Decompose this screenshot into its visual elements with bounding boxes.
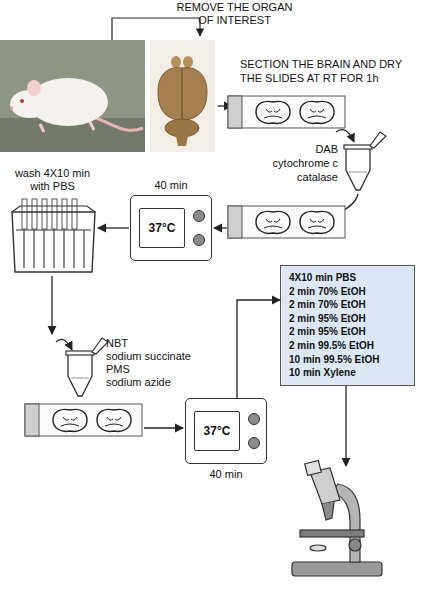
mouse-photo: [0, 40, 145, 152]
step-instruction: wash 4X10 min with PBS: [10, 167, 95, 193]
microscope: [292, 460, 382, 576]
incubator-box: 40 min37°C: [130, 195, 212, 261]
control-button: [249, 438, 260, 449]
reagent-name: sodium azide: [106, 376, 196, 389]
protocol-step: 2 min 95% EtOH: [289, 312, 406, 326]
protocol-box: 4X10 min PBS2 min 70% EtOH2 min 70% EtOH…: [280, 265, 415, 386]
protocol-step: 10 min 99.5% EtOH: [289, 353, 406, 367]
incubation-time: 40 min: [131, 179, 211, 191]
slide-sections: [228, 206, 345, 238]
reagent-name: cytochrome c: [258, 157, 338, 170]
protocol-step: 10 min Xylene: [289, 366, 406, 380]
incubation-time: 40 min: [186, 468, 266, 480]
protocol-step: 2 min 99.5% EtOH: [289, 339, 406, 353]
reagent-tube: [344, 132, 386, 190]
protocol-step: 2 min 95% EtOH: [289, 325, 406, 339]
step-arrow: [98, 227, 129, 228]
reagent-name: sodium succinate: [106, 350, 196, 363]
slide-sections: [25, 404, 142, 436]
step-instruction: REMOVE THE ORGAN OF INTEREST: [172, 1, 297, 27]
step-arrow: [51, 276, 52, 334]
flow-arrow: [237, 300, 280, 398]
incubator-box: 40 min37°C: [185, 398, 267, 464]
slide-sections: [228, 96, 345, 128]
step-arrow: [56, 339, 72, 350]
reagent-tube: [66, 338, 108, 396]
control-button: [194, 235, 205, 246]
step-arrow: [336, 130, 354, 142]
reagent-name: catalase: [258, 171, 338, 184]
incubator-buttons: [189, 204, 209, 254]
step-arrow: [144, 427, 183, 428]
reagent-name: NBT: [106, 337, 196, 350]
temperature-display: 37°C: [194, 411, 240, 451]
washing-rack: [12, 199, 95, 272]
brain-photo: [150, 40, 215, 152]
control-button: [194, 211, 205, 222]
step-arrow: [345, 386, 346, 466]
reagent-name: PMS: [106, 363, 196, 376]
protocol-step: 2 min 70% EtOH: [289, 285, 406, 299]
protocol-step: 4X10 min PBS: [289, 271, 406, 285]
incubator-buttons: [244, 407, 264, 457]
control-button: [249, 414, 260, 425]
step-arrow: [214, 227, 227, 228]
temperature-display: 37°C: [139, 208, 185, 248]
bracket-arrow: [112, 18, 200, 40]
reagent-name: DAB: [258, 143, 338, 156]
protocol-step: 2 min 70% EtOH: [289, 298, 406, 312]
step-instruction: SECTION THE BRAIN AND DRY THE SLIDES AT …: [240, 57, 425, 85]
